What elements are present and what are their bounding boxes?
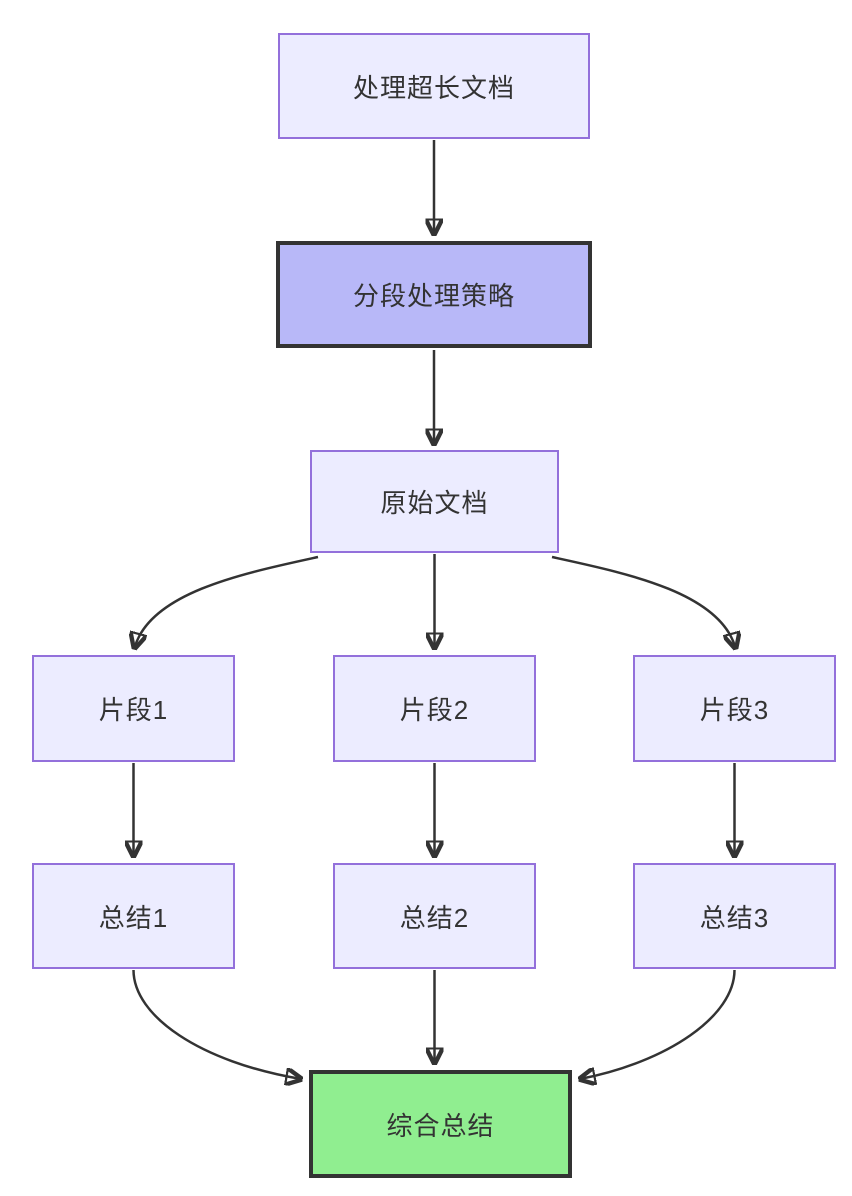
edge-original-frag3 — [551, 555, 736, 648]
node-process-long-document: 处理超长文档 — [278, 33, 590, 139]
node-fragment-2: 片段2 — [333, 655, 536, 762]
node-label: 总结2 — [399, 902, 470, 933]
node-label: 处理超长文档 — [352, 72, 515, 103]
edge-sum1-final — [132, 969, 302, 1079]
edge-original-frag1 — [135, 555, 319, 648]
node-label: 片段2 — [399, 695, 470, 725]
edge-sum3-final — [580, 969, 736, 1079]
node-original-document: 原始文档 — [310, 450, 559, 553]
node-label: 总结1 — [98, 902, 169, 933]
node-summary-1: 总结1 — [32, 863, 235, 969]
node-label: 片段3 — [699, 695, 770, 725]
node-label: 分段处理策略 — [352, 281, 515, 311]
node-fragment-1: 片段1 — [32, 655, 235, 762]
node-label: 综合总结 — [386, 1110, 495, 1141]
node-summary-2: 总结2 — [333, 863, 536, 969]
node-combined-summary: 综合总结 — [309, 1070, 572, 1178]
node-fragment-3: 片段3 — [633, 655, 836, 762]
node-summary-3: 总结3 — [633, 863, 836, 969]
node-label: 总结3 — [699, 902, 770, 933]
node-segmentation-strategy: 分段处理策略 — [276, 241, 592, 348]
node-label: 原始文档 — [380, 488, 489, 518]
node-label: 片段1 — [98, 695, 169, 725]
